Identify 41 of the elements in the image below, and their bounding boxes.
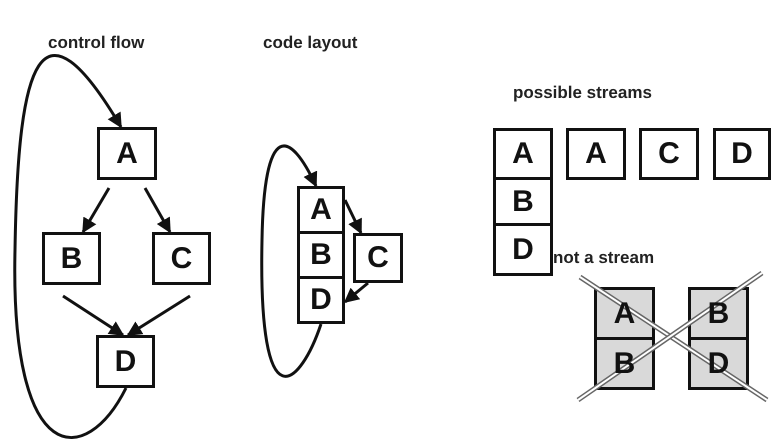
block-box	[713, 128, 771, 180]
block-letter: B	[60, 244, 82, 274]
block-box	[566, 128, 626, 180]
block-box	[493, 177, 553, 226]
block-box	[42, 232, 101, 285]
block-letter: D	[114, 346, 136, 376]
arrow	[344, 199, 362, 234]
block-box	[353, 233, 403, 283]
block-box	[493, 223, 553, 276]
block-letter: C	[658, 139, 680, 169]
block-box	[493, 128, 553, 180]
block-letter: B	[708, 298, 730, 328]
block-box	[97, 127, 157, 180]
block-box	[152, 232, 211, 285]
block-letter: B	[512, 186, 534, 216]
block-letter: C	[367, 243, 389, 273]
heading-text: control flow	[48, 33, 144, 53]
block-letter: B	[310, 240, 332, 270]
arrow	[14, 54, 128, 438]
arrow	[260, 144, 322, 378]
block-letter: D	[731, 139, 753, 169]
block-box	[96, 335, 155, 388]
arrow	[344, 282, 369, 304]
block-box	[297, 276, 345, 324]
block-box	[297, 231, 345, 279]
block-letter: A	[512, 139, 534, 169]
arrow	[126, 294, 191, 336]
arrow	[62, 294, 124, 336]
block-box	[639, 128, 699, 180]
arrow	[144, 187, 172, 234]
block-letter: D	[310, 285, 332, 315]
block-letter: A	[585, 139, 607, 169]
heading-text: code layout	[263, 33, 358, 53]
block-letter: A	[310, 195, 332, 225]
heading-text: possible streams	[513, 83, 652, 103]
block-letter: D	[512, 234, 534, 264]
block-letter: A	[116, 138, 138, 168]
block-box	[297, 186, 345, 234]
heading-text: not a stream	[553, 248, 654, 268]
block-letter: C	[170, 244, 192, 274]
arrow	[82, 187, 110, 234]
